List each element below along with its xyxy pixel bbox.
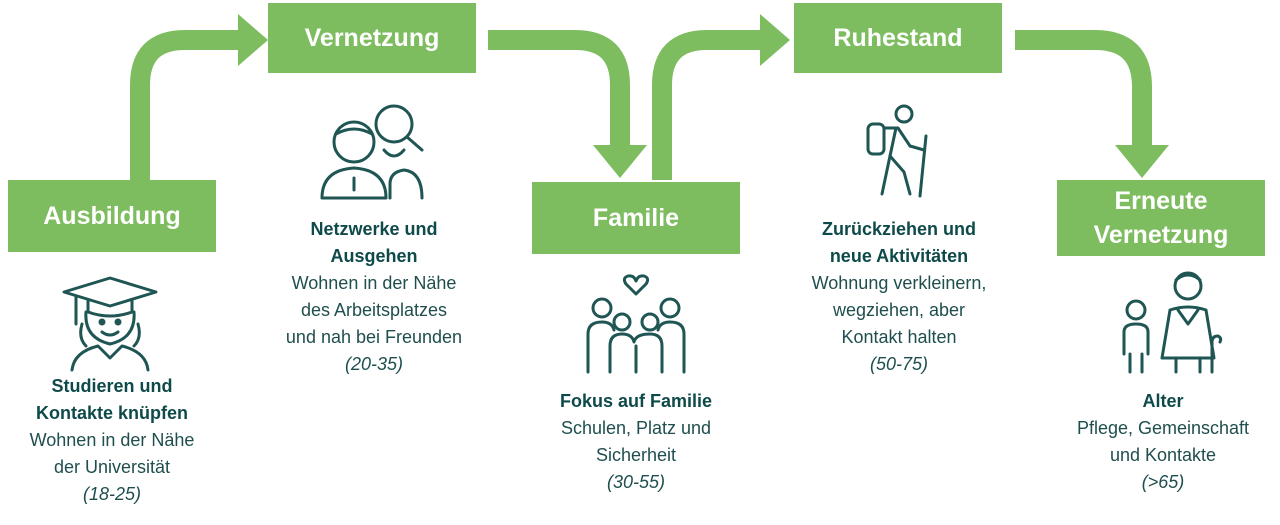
desc-text: Wohnung verkleinern, xyxy=(811,273,987,293)
stage-title: Ausbildung xyxy=(43,202,181,230)
desc-text: Kontakt halten xyxy=(841,327,957,347)
arrowhead-1 xyxy=(238,14,268,66)
stage-title-line: Vernetzung xyxy=(1093,221,1229,249)
desc-heading: Alter xyxy=(1142,391,1184,411)
stage-box-vernetzung: Vernetzung xyxy=(268,3,476,73)
arrow-vernetzung-to-familie xyxy=(488,30,630,150)
stage-box-ausbildung: Ausbildung xyxy=(8,180,216,252)
desc-text: Schulen, Platz und xyxy=(560,418,712,438)
stage-desc-familie: Fokus auf Familie Schulen, Platz und Sic… xyxy=(524,388,748,496)
stage-box-erneute-vernetzung: Erneute Vernetzung xyxy=(1057,180,1265,256)
desc-heading: Ausgehen xyxy=(330,246,418,266)
desc-text: Pflege, Gemeinschaft xyxy=(1076,418,1250,438)
desc-heading: Studieren und xyxy=(51,376,173,396)
arrow-ausbildung-to-vernetzung xyxy=(130,30,240,180)
desc-heading: Netzwerke und xyxy=(310,219,438,239)
desc-heading: Zurückziehen und xyxy=(821,219,976,239)
arrowhead-3 xyxy=(760,14,790,66)
desc-text: des Arbeitsplatzes xyxy=(300,300,448,320)
desc-heading: neue Aktivitäten xyxy=(829,246,969,266)
stage-desc-ausbildung: Studieren und Kontakte knüpfen Wohnen in… xyxy=(0,373,224,508)
stage-title: Vernetzung xyxy=(304,24,440,52)
arrowhead-2 xyxy=(593,145,647,178)
desc-text: der Universität xyxy=(53,457,171,477)
stage-box-familie: Familie xyxy=(532,182,740,254)
elder-child-icon xyxy=(1122,271,1223,374)
desc-age: (30-55) xyxy=(606,472,666,492)
hiker-icon xyxy=(866,104,928,198)
people-search-icon xyxy=(320,104,424,200)
arrow-ruhestand-to-erneute xyxy=(1015,30,1152,150)
arrowhead-4 xyxy=(1115,145,1169,178)
desc-age: (>65) xyxy=(1141,472,1185,492)
desc-age: (50-75) xyxy=(869,354,929,374)
stage-title: Familie xyxy=(592,204,680,232)
desc-text: und Kontakte xyxy=(1109,445,1217,465)
desc-heading: Fokus auf Familie xyxy=(559,391,713,411)
desc-heading: Kontakte knüpfen xyxy=(35,403,188,423)
desc-age: (18-25) xyxy=(82,484,142,504)
arrow-familie-to-ruhestand xyxy=(652,30,762,180)
desc-text: und nah bei Freunden xyxy=(285,327,463,347)
stage-title: Ruhestand xyxy=(833,24,963,52)
stage-desc-erneute-vernetzung: Alter Pflege, Gemeinschaft und Kontakte … xyxy=(1048,388,1278,496)
stage-desc-vernetzung: Netzwerke und Ausgehen Wohnen in der Näh… xyxy=(260,216,488,378)
stage-box-ruhestand: Ruhestand xyxy=(794,3,1002,73)
stage-desc-ruhestand: Zurückziehen und neue Aktivitäten Wohnun… xyxy=(782,216,1016,378)
graduate-icon xyxy=(62,276,158,372)
desc-age: (20-35) xyxy=(344,354,404,374)
stage-title-line: Erneute xyxy=(1114,187,1208,215)
desc-text: wegziehen, aber xyxy=(832,300,966,320)
desc-text: Sicherheit xyxy=(595,445,677,465)
family-heart-icon xyxy=(586,274,686,374)
desc-text: Wohnen in der Nähe xyxy=(291,273,457,293)
desc-text: Wohnen in der Nähe xyxy=(29,430,195,450)
